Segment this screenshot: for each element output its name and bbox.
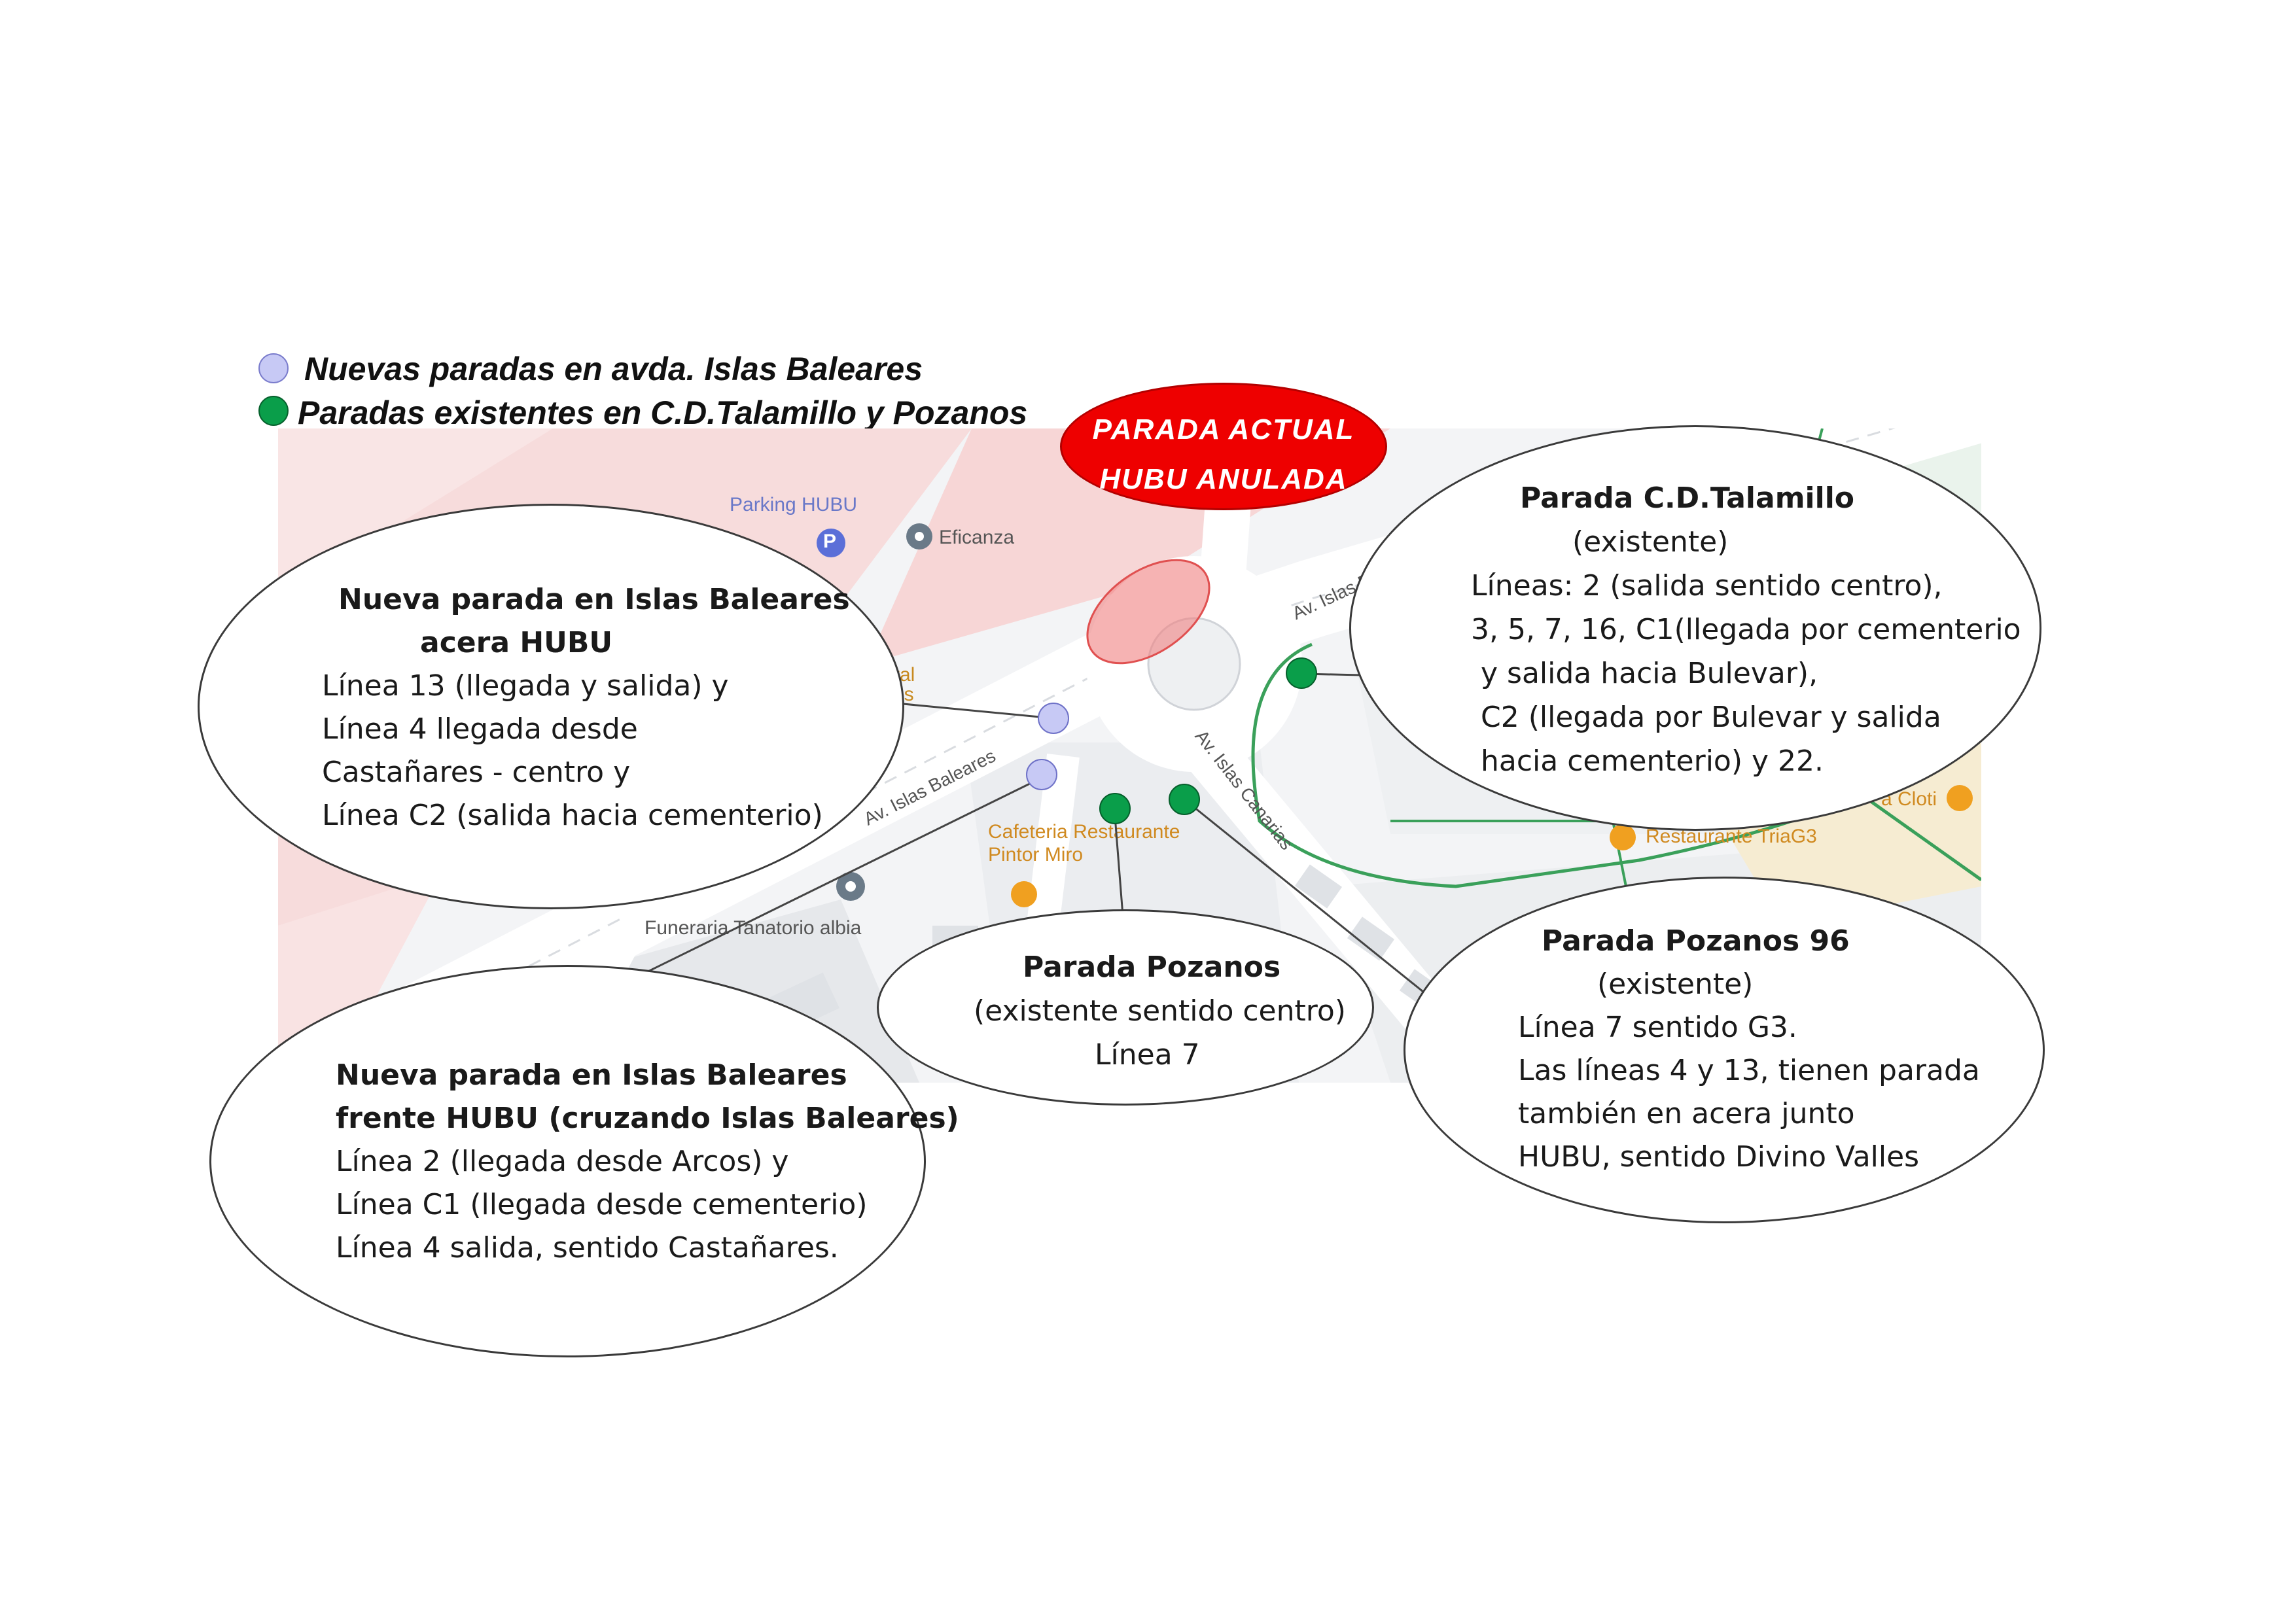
legend-existing-stops: Paradas existentes en C.D.Talamillo y Po…: [298, 394, 1028, 431]
existing-stop-legend-icon: [258, 396, 289, 426]
callout-line: Líneas: 2 (salida sentido centro),: [1471, 569, 1943, 602]
callout-new-stop-opposite-hubu: Nueva parada en Islas Baleares frente HU…: [209, 965, 959, 1357]
callout-line: Línea 7: [1095, 1038, 1200, 1072]
callout-talamillo: Parada C.D.Talamillo (existente) Líneas:…: [1349, 425, 2041, 831]
callout-line: Línea 4 salida, sentido Castañares.: [336, 1231, 839, 1265]
cafeteria-label: Cafeteria Restaurante: [988, 821, 1180, 843]
new-stop-legend-icon: [258, 353, 289, 383]
existing-stop-marker-pozanos96[interactable]: [1169, 784, 1200, 815]
callout-title: Parada Pozanos 96: [1542, 924, 1850, 958]
callout-line: Línea 4 llegada desde: [322, 712, 638, 746]
callout-line: Línea C1 (llegada desde cementerio): [336, 1188, 868, 1221]
callout-line: HUBU, sentido Divino Valles: [1518, 1140, 1920, 1174]
callout-line: Las líneas 4 y 13, tienen parada: [1518, 1054, 1980, 1087]
callout-title: Parada Pozanos: [1023, 951, 1281, 984]
callout-title-2: frente HUBU (cruzando Islas Baleares): [336, 1102, 959, 1135]
callout-line: Castañares - centro y: [322, 756, 631, 789]
callout-line: 3, 5, 7, 16, C1(llegada por cementerio: [1471, 613, 2021, 646]
callout-line: Línea 7 sentido G3.: [1518, 1011, 1797, 1044]
callout-title-2: acera HUBU: [420, 626, 613, 659]
callout-title: Nueva parada en Islas Baleares: [338, 583, 850, 616]
callout-line: Línea C2 (salida hacia cementerio): [322, 799, 823, 832]
callout-title: Nueva parada en Islas Baleares: [336, 1058, 847, 1092]
callout-line: C2 (llegada por Bulevar y salida: [1481, 701, 1941, 734]
eficanza-label: Eficanza: [939, 527, 1015, 548]
callout-line: y salida hacia Bulevar),: [1481, 657, 1818, 690]
annulled-stop-line-2: HUBU ANULADA: [1099, 463, 1348, 495]
new-stop-marker-opposite[interactable]: [1026, 759, 1057, 790]
callout-new-stop-hubu-side: Nueva parada en Islas Baleares acera HUB…: [198, 504, 904, 909]
parking-hubu-label: Parking HUBU: [730, 494, 858, 515]
callout-line: Línea 2 (llegada desde Arcos) y: [336, 1145, 789, 1178]
callout-pozanos: Parada Pozanos (existente sentido centro…: [877, 909, 1374, 1106]
callout-pozanos96: Parada Pozanos 96 (existente) Línea 7 se…: [1404, 877, 2045, 1223]
annulled-stop-badge: PARADA ACTUAL HUBU ANULADA: [1060, 383, 1387, 510]
callout-subtitle: (existente): [1597, 968, 1754, 1001]
callout-line: también en acera junto: [1518, 1097, 1855, 1130]
cafeteria-label-2: Pintor Miro: [988, 844, 1084, 865]
legend-new-stops: Nuevas paradas en avda. Islas Baleares: [304, 351, 923, 387]
new-stop-marker-hubu-side[interactable]: [1038, 703, 1069, 734]
existing-stop-marker-pozanos[interactable]: [1099, 793, 1131, 824]
annulled-stop-line-1: PARADA ACTUAL: [1092, 413, 1355, 445]
callout-title: Parada C.D.Talamillo: [1520, 481, 1855, 515]
existing-stop-marker-talamillo[interactable]: [1286, 657, 1317, 689]
callout-line: (existente sentido centro): [974, 994, 1346, 1028]
callout-line: Línea 13 (llegada y salida) y: [322, 669, 729, 703]
callout-subtitle: (existente): [1572, 525, 1729, 559]
callout-line: hacia cementerio) y 22.: [1481, 744, 1824, 778]
parking-icon: P: [823, 531, 837, 552]
